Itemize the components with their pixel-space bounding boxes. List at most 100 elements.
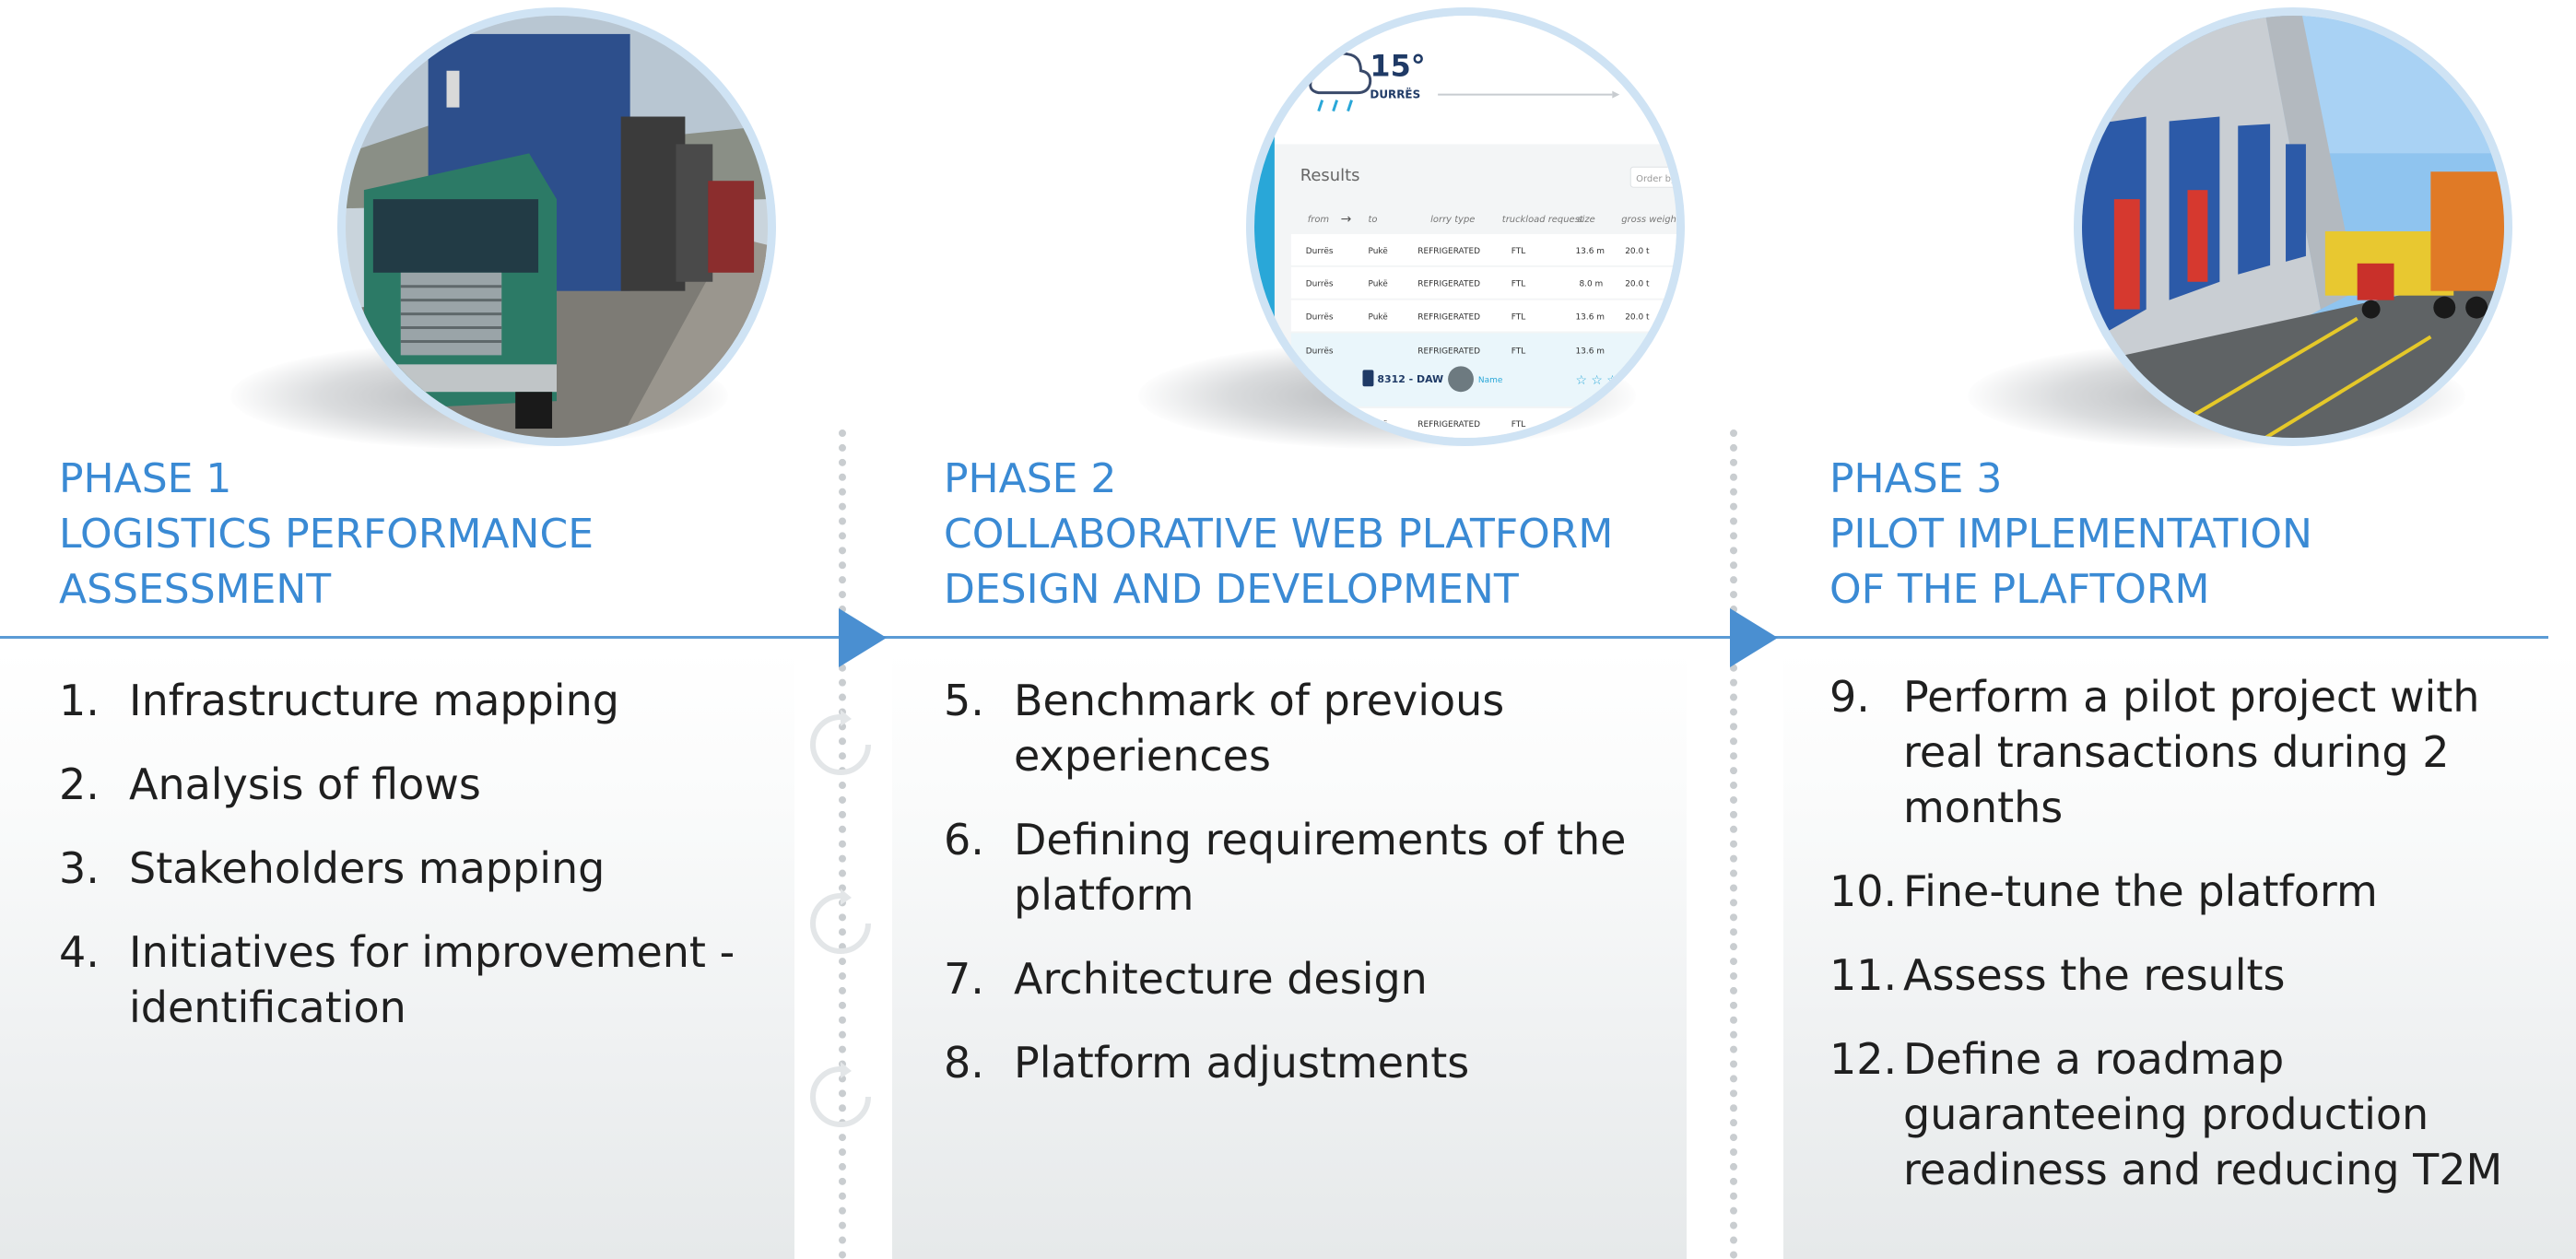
- svg-text:Pukë: Pukë: [1368, 247, 1388, 256]
- list-item: 1. Infrastructure mapping: [59, 673, 759, 728]
- phase-label: PHASE 3: [1829, 455, 2003, 502]
- svg-text:22: 22: [1632, 49, 1673, 84]
- phase-2-panel-background: [892, 650, 1687, 1259]
- task-text: Assess the results: [1903, 950, 2286, 1000]
- web-platform-screenshot: 15° DURRËS 22 PUKË Results Order by from…: [1246, 7, 1685, 446]
- list-item: 4. Initiatives for improvement - identif…: [59, 924, 759, 1035]
- svg-text:Durrës: Durrës: [1306, 280, 1334, 289]
- task-number: 5.: [944, 676, 984, 725]
- truck-photo: [337, 7, 776, 446]
- task-number: 6.: [944, 815, 984, 865]
- svg-text:8.0 m: 8.0 m: [1579, 280, 1603, 289]
- phase-2-task-list: 5. Benchmark of previous experiences 6. …: [944, 673, 1644, 1119]
- task-number: 10.: [1829, 866, 1898, 916]
- loop-arrow-icon: [810, 710, 871, 775]
- task-text: Stakeholders mapping: [129, 843, 606, 893]
- svg-text:truckload request: truckload request: [1502, 215, 1584, 225]
- svg-text:PUKË: PUKË: [1632, 88, 1665, 101]
- phase-separator-1: [839, 429, 846, 1259]
- list-item: 9. Perform a pilot project with real tra…: [1829, 669, 2571, 835]
- task-text: Infrastructure mapping: [129, 676, 619, 725]
- task-text: Platform adjustments: [1014, 1038, 1470, 1088]
- task-number: 3.: [59, 843, 100, 893]
- svg-text:8312 - DAW: 8312 - DAW: [1377, 373, 1443, 385]
- task-text: Initiatives for improvement - identifica…: [129, 927, 735, 1032]
- phase-separator-2: [1730, 429, 1737, 1259]
- svg-text:Results: Results: [1300, 166, 1360, 185]
- phase-name-line: ASSESSMENT: [59, 566, 332, 613]
- svg-text:Pukë: Pukë: [1368, 313, 1388, 323]
- phase-3-task-list: 9. Perform a pilot project with real tra…: [1829, 669, 2571, 1226]
- task-number: 1.: [59, 676, 100, 725]
- svg-text:FTL: FTL: [1511, 280, 1525, 289]
- svg-text:Pukë: Pukë: [1368, 280, 1388, 289]
- svg-text:REFRIGERATED: REFRIGERATED: [1417, 280, 1480, 289]
- phase-1-title: PHASE 1 LOGISTICS PERFORMANCE ASSESSMENT: [59, 452, 594, 618]
- task-number: 12.: [1829, 1034, 1898, 1084]
- loop-arrow-icon: [810, 888, 871, 954]
- phase-name-line: OF THE PLAFTORM: [1829, 566, 2210, 613]
- svg-text:REFRIGERATED: REFRIGERATED: [1417, 347, 1480, 356]
- loading-dock-photo: [2074, 7, 2512, 446]
- svg-text:REFRIGERATED: REFRIGERATED: [1417, 247, 1480, 256]
- list-item: 8. Platform adjustments: [944, 1035, 1644, 1090]
- task-text: Benchmark of previous experiences: [1014, 676, 1505, 781]
- task-number: 7.: [944, 954, 984, 1004]
- list-item: 3. Stakeholders mapping: [59, 841, 759, 896]
- svg-text:gross weight: gross weight: [1621, 215, 1676, 225]
- svg-text:13.6 m: 13.6 m: [1575, 247, 1605, 256]
- list-item: 2. Analysis of flows: [59, 757, 759, 812]
- svg-text:FTL: FTL: [1511, 420, 1525, 429]
- phase-1-panel-background: [0, 650, 794, 1259]
- svg-text:Durrës: Durrës: [1306, 313, 1334, 323]
- arrow-right-icon: [839, 608, 887, 667]
- phase-3-panel-background: [1783, 650, 2576, 1259]
- phase-label: PHASE 1: [59, 455, 232, 502]
- task-text: Analysis of flows: [129, 759, 481, 809]
- loop-arrow-icon: [810, 1062, 871, 1127]
- svg-text:Durrës: Durrës: [1306, 247, 1334, 256]
- list-item: 12. Define a roadmap guaranteeing produc…: [1829, 1031, 2571, 1197]
- list-item: 10. Fine-tune the platform: [1829, 864, 2571, 919]
- task-number: 2.: [59, 759, 100, 809]
- svg-text:REFRIGERATED: REFRIGERATED: [1417, 313, 1480, 323]
- list-item: 6. Defining requirements of the platform: [944, 812, 1644, 923]
- svg-text:from: from: [1308, 215, 1329, 225]
- task-text: Fine-tune the platform: [1903, 866, 2378, 916]
- task-text: Defining requirements of the platform: [1014, 815, 1627, 920]
- phase-2-title: PHASE 2 COLLABORATIVE WEB PLATFORM DESIG…: [944, 452, 1613, 618]
- list-item: 5. Benchmark of previous experiences: [944, 673, 1644, 783]
- svg-text:FTL: FTL: [1511, 347, 1525, 356]
- phase-name-line: DESIGN AND DEVELOPMENT: [944, 566, 1519, 613]
- phase-name-line: COLLABORATIVE WEB PLATFORM: [944, 511, 1614, 558]
- svg-text:15°: 15°: [1370, 49, 1425, 84]
- svg-text:to: to: [1368, 215, 1377, 225]
- svg-text:FTL: FTL: [1511, 313, 1525, 323]
- task-number: 9.: [1829, 672, 1870, 722]
- phase-name-line: LOGISTICS PERFORMANCE: [59, 511, 594, 558]
- svg-text:Order by: Order by: [1636, 174, 1676, 184]
- svg-text:FTL: FTL: [1511, 247, 1525, 256]
- svg-text:DURRËS: DURRËS: [1370, 88, 1420, 101]
- list-item: 7. Architecture design: [944, 951, 1644, 1006]
- phase-3-title: PHASE 3 PILOT IMPLEMENTATION OF THE PLAF…: [1829, 452, 2312, 618]
- phase-1-task-list: 1. Infrastructure mapping 2. Analysis of…: [59, 673, 759, 1064]
- svg-text:20.0 t: 20.0 t: [1625, 247, 1650, 256]
- task-text: Define a roadmap guaranteeing production…: [1903, 1034, 2503, 1194]
- task-text: Perform a pilot project with real transa…: [1903, 672, 2480, 832]
- svg-text:→: →: [1341, 212, 1352, 227]
- svg-text:Name: Name: [1478, 376, 1503, 385]
- svg-text:1: 1: [1649, 347, 1654, 356]
- svg-text:REFRIGERATED: REFRIGERATED: [1417, 420, 1480, 429]
- svg-text:13.6 m: 13.6 m: [1575, 313, 1605, 323]
- svg-text:Durrës: Durrës: [1306, 347, 1334, 356]
- list-item: 11. Assess the results: [1829, 947, 2571, 1003]
- svg-text:20.0 t: 20.0 t: [1625, 280, 1650, 289]
- svg-text:size: size: [1577, 215, 1594, 225]
- arrow-right-icon: [1730, 608, 1778, 667]
- task-number: 8.: [944, 1038, 984, 1088]
- timeline-line: [0, 636, 2548, 639]
- svg-text:lorry type: lorry type: [1430, 215, 1475, 225]
- svg-text:☆ ☆ ☆: ☆ ☆ ☆: [1575, 373, 1617, 388]
- task-number: 11.: [1829, 950, 1898, 1000]
